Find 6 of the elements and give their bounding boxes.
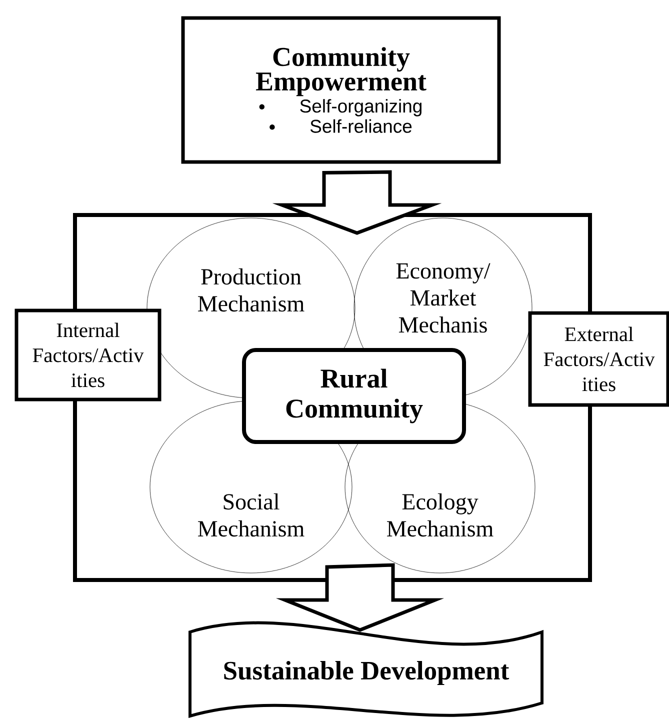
block-arrow [276, 563, 444, 632]
empowerment-box: Community Empowerment Self-organizing Self-reliance [181, 16, 501, 164]
community-box: Rural Community [242, 348, 466, 444]
block-arrow [272, 170, 442, 235]
factors-box: Internal Factors/Activ ities [14, 308, 162, 402]
factors-box: External Factors/Activ ities [528, 311, 669, 407]
